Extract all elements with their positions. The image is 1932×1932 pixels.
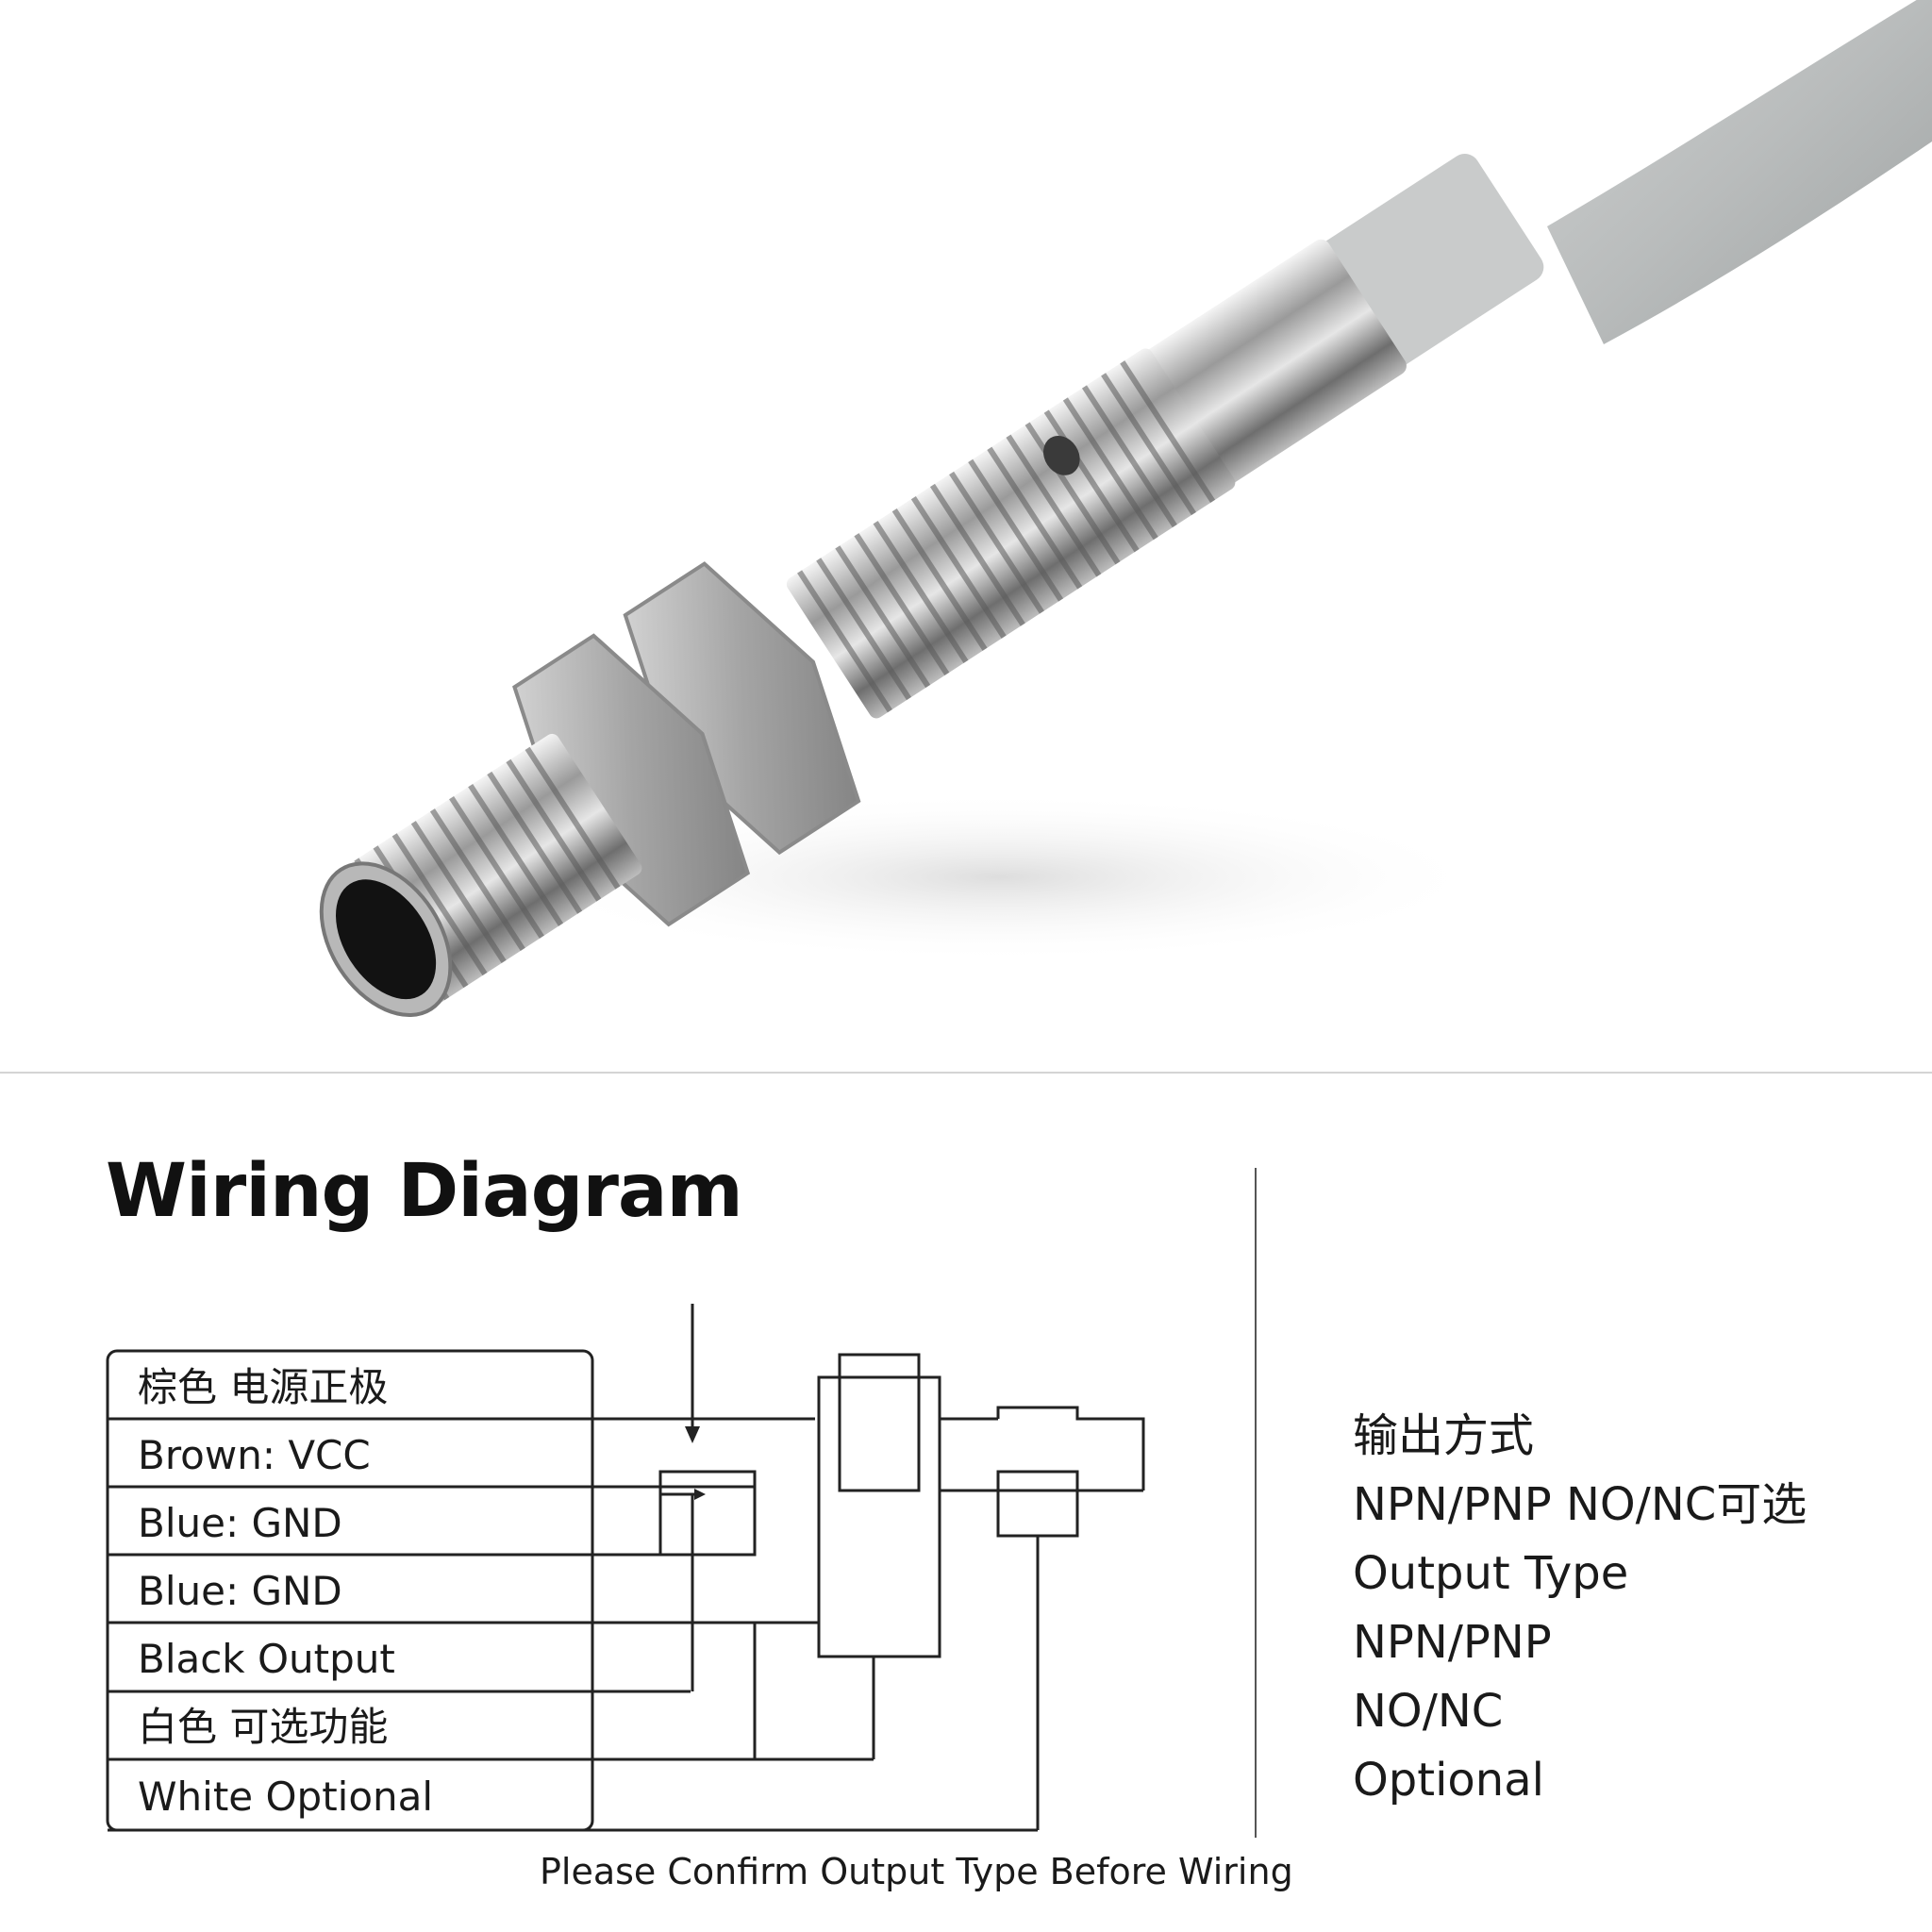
vertical-divider — [1255, 1168, 1257, 1838]
output-line-no-nc: NO/NC — [1353, 1685, 1504, 1738]
output-line-npn-pnp: NPN/PNP — [1353, 1616, 1552, 1669]
output-line-heading: Output Type — [1353, 1547, 1629, 1600]
wire-label-brown-cn: 棕色 电源正极 — [138, 1364, 389, 1410]
wire-label-brown-vcc: Brown: VCC — [138, 1432, 371, 1478]
wire-label-blue-gnd-2: Blue: GND — [138, 1568, 342, 1614]
diagram-title: Wiring Diagram — [106, 1149, 743, 1234]
wire-label-black-output: Black Output — [138, 1636, 395, 1682]
sensor-product-photo — [319, 0, 1932, 1017]
section-divider — [0, 1072, 1932, 1074]
sensing-arrow-head — [685, 1426, 700, 1443]
input-arrow-head — [694, 1489, 706, 1500]
wiring-note: Please Confirm Output Type Before Wiring — [540, 1851, 1293, 1892]
wire-label-white-cn: 白色 可选功能 — [138, 1704, 389, 1750]
output-line-optional: Optional — [1353, 1754, 1544, 1807]
output-line-cn-heading: 输出方式 — [1353, 1409, 1535, 1462]
output-type-panel: 输出方式 NPN/PNP NO/NC可选 Output Type NPN/PNP… — [1353, 1402, 1881, 1815]
output-line-cn-options: NPN/PNP NO/NC可选 — [1353, 1478, 1807, 1531]
wire-label-white-optional: White Optional — [138, 1774, 434, 1820]
wiring-schematic — [106, 1304, 1145, 1832]
wire-label-blue-gnd: Blue: GND — [138, 1500, 342, 1546]
